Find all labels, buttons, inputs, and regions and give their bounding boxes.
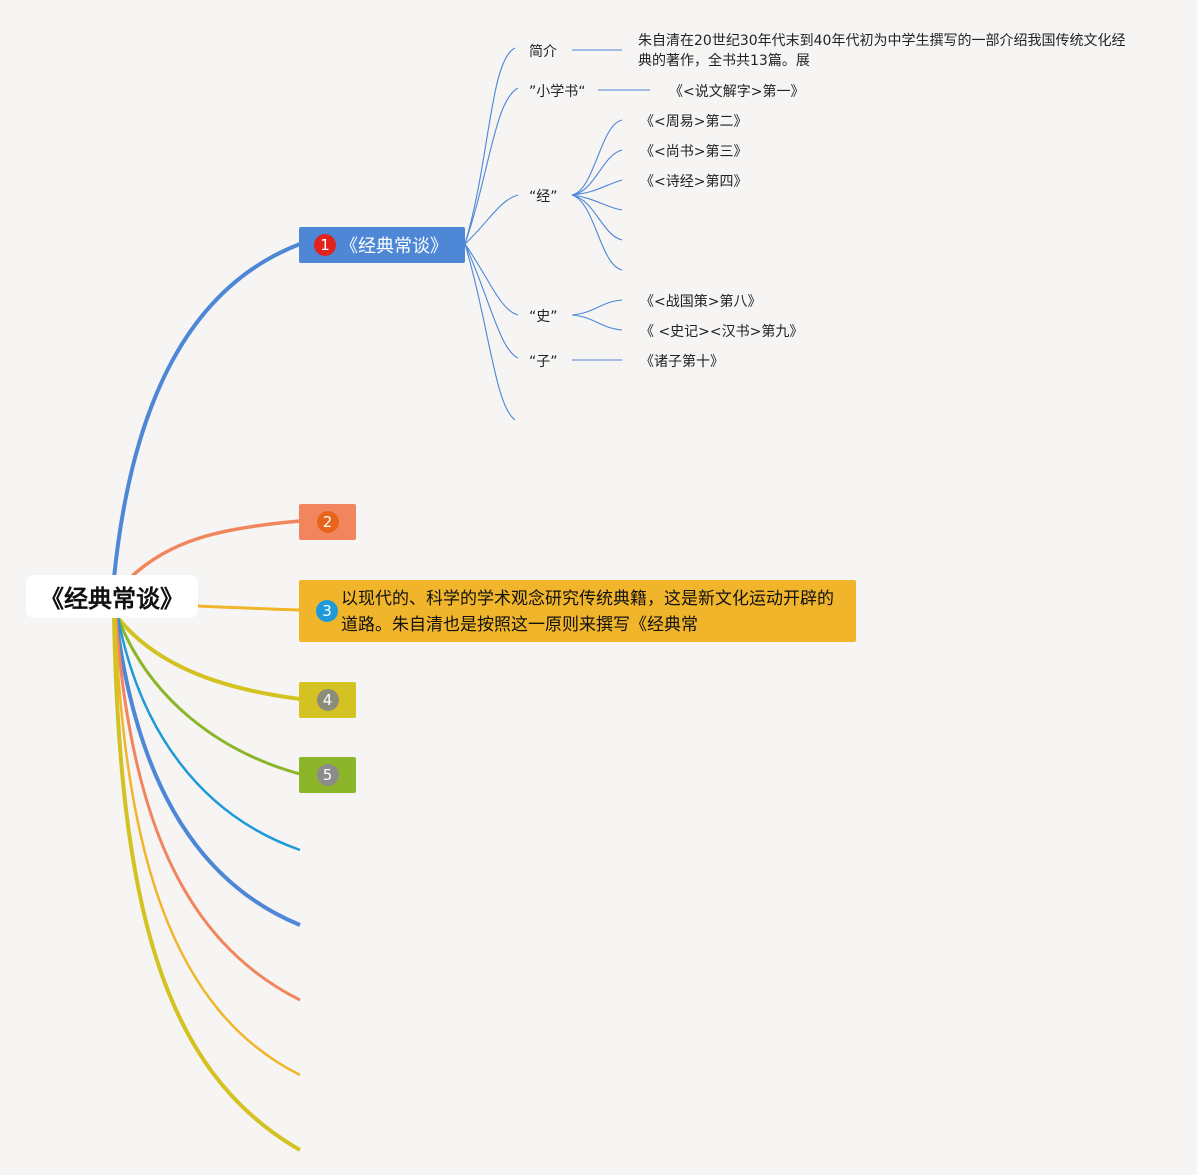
branch-node-4[interactable]: 4 (299, 682, 356, 718)
edge-jing-1 (571, 119, 623, 196)
topic-jing-item-1[interactable]: 《<周易>第二》 (640, 114, 748, 130)
topic-xiaoxue-item-1[interactable]: 《<说文解字>第一》 (669, 84, 805, 100)
edge-branch-3 (197, 604, 301, 612)
topic-jing-item-3[interactable]: 《<诗经>第四》 (640, 174, 748, 190)
topic-shi-item-2[interactable]: 《 <史记><汉书>第九》 (640, 324, 804, 340)
edge-xiaoxue (464, 87, 519, 245)
branch-4-number-badge: 4 (316, 689, 339, 711)
branch-1-number-badge: 1 (314, 234, 336, 256)
edge-branch-5 (116, 617, 301, 776)
edge-shi-2 (571, 314, 623, 331)
topic-zi-item-1[interactable]: 《诸子第十》 (640, 354, 724, 370)
edge-branch-6 (116, 617, 301, 852)
edge-jing-2 (571, 149, 623, 196)
edge-branch-1 (112, 242, 301, 579)
edge-branch-10 (112, 617, 301, 1152)
edge-shi (464, 243, 519, 316)
topic-xiaoxue[interactable]: ”小学书“ (529, 84, 586, 100)
root-node[interactable]: 《经典常谈》 (26, 575, 198, 618)
topic-intro-description[interactable]: 朱自清在20世纪30年代末到40年代初为中学生撰写的一部介绍我国传统文化经典的著… (638, 33, 1126, 69)
edge-branch-8 (114, 617, 301, 1002)
edge-branch-7 (114, 617, 301, 927)
edge-branch-2 (128, 519, 301, 580)
edge-jing-4 (571, 194, 623, 211)
topic-zi[interactable]: “子” (529, 354, 558, 370)
edge-empty-topic (464, 243, 516, 421)
edge-branch-9 (113, 617, 301, 1077)
branch-2-number-badge: 2 (316, 511, 339, 533)
topic-intro[interactable]: 简介 (529, 44, 557, 60)
edge-shi-1 (571, 299, 623, 316)
branch-node-1[interactable]: 1 《经典常谈》 (299, 227, 465, 263)
edge-intro (464, 47, 516, 245)
branch-node-5[interactable]: 5 (299, 757, 356, 793)
branch-1-label: 《经典常谈》 (340, 236, 448, 257)
topic-shi-item-1[interactable]: 《<战国策>第八》 (640, 294, 762, 310)
branch-node-3[interactable]: 3 以现代的、科学的学术观念研究传统典籍，这是新文化运动开辟的道路。朱自清也是按… (299, 580, 856, 642)
edge-jing (464, 194, 519, 245)
edge-jing-5 (571, 194, 623, 241)
branch-node-2[interactable]: 2 (299, 504, 356, 540)
branch-3-label: 以现代的、科学的学术观念研究传统典籍，这是新文化运动开辟的道路。朱自清也是按照这… (341, 589, 834, 635)
branch-5-number-badge: 5 (316, 764, 339, 786)
topic-shi[interactable]: “史” (529, 309, 558, 325)
topic-jing-item-2[interactable]: 《<尚书>第三》 (640, 144, 748, 160)
edge-branch-4 (116, 616, 301, 701)
topic-jing[interactable]: “经” (529, 189, 558, 205)
edge-zi (464, 243, 519, 359)
branch-3-number-badge: 3 (316, 600, 338, 622)
edge-jing-3 (571, 179, 623, 196)
edge-jing-6 (571, 194, 623, 271)
